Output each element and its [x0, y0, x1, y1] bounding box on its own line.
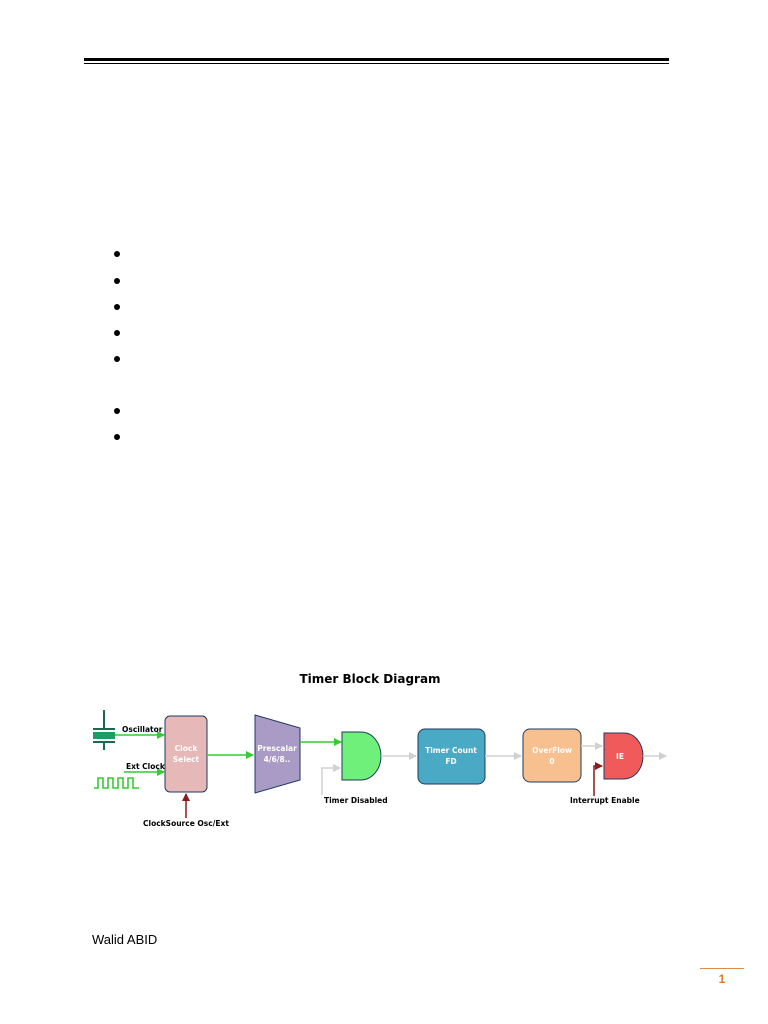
overflow-label-line1: OverFlow [532, 746, 572, 755]
overflow-label-line2: 0 [549, 757, 554, 766]
timer-block-diagram: Oscillator Ext Clock Clock Select ClockS… [93, 710, 667, 828]
interrupt-enable-gate [603, 732, 644, 780]
timer-count-label-line1: Timer Count [425, 746, 477, 755]
bullet-point [114, 356, 120, 362]
timer-enable-and-gate [341, 731, 382, 781]
diagram-title: Timer Block Diagram [299, 672, 441, 686]
ext-clock-label: Ext Clock [126, 762, 166, 771]
square-wave-icon [94, 777, 139, 789]
clock-select-label-line2: Select [173, 755, 200, 764]
prescaler-label-line1: Prescalar [257, 744, 297, 753]
clock-select-block [164, 715, 208, 793]
page-number: 1 [718, 972, 726, 986]
footer-author: Walid ABID [92, 932, 158, 947]
crystal-oscillator-icon [93, 710, 115, 750]
header-rule [84, 58, 669, 61]
bullet-point [114, 251, 120, 257]
clock-source-label: ClockSource Osc/Ext [143, 819, 229, 828]
bullet-point [114, 330, 120, 336]
oscillator-label: Oscillator [122, 725, 163, 734]
timer-disabled-arrow [321, 764, 341, 795]
bullet-point [114, 278, 120, 284]
timer-disabled-label: Timer Disabled [324, 796, 388, 805]
bullet-point [114, 434, 120, 440]
interrupt-enable-arrow [593, 762, 603, 796]
page-number-rule [700, 968, 744, 969]
ie-gate-label: IE [616, 752, 624, 761]
timer-count-label-line2: FD [445, 757, 456, 766]
header-rule-thin [84, 63, 669, 64]
interrupt-enable-label: Interrupt Enable [570, 796, 640, 805]
clock-select-label-line1: Clock [175, 744, 199, 753]
prescaler-block [254, 714, 301, 794]
bullet-point [114, 304, 120, 310]
overflow-block [522, 728, 582, 783]
prescaler-label-line2: 4/6/8.. [264, 755, 291, 764]
bullet-point [114, 408, 120, 414]
